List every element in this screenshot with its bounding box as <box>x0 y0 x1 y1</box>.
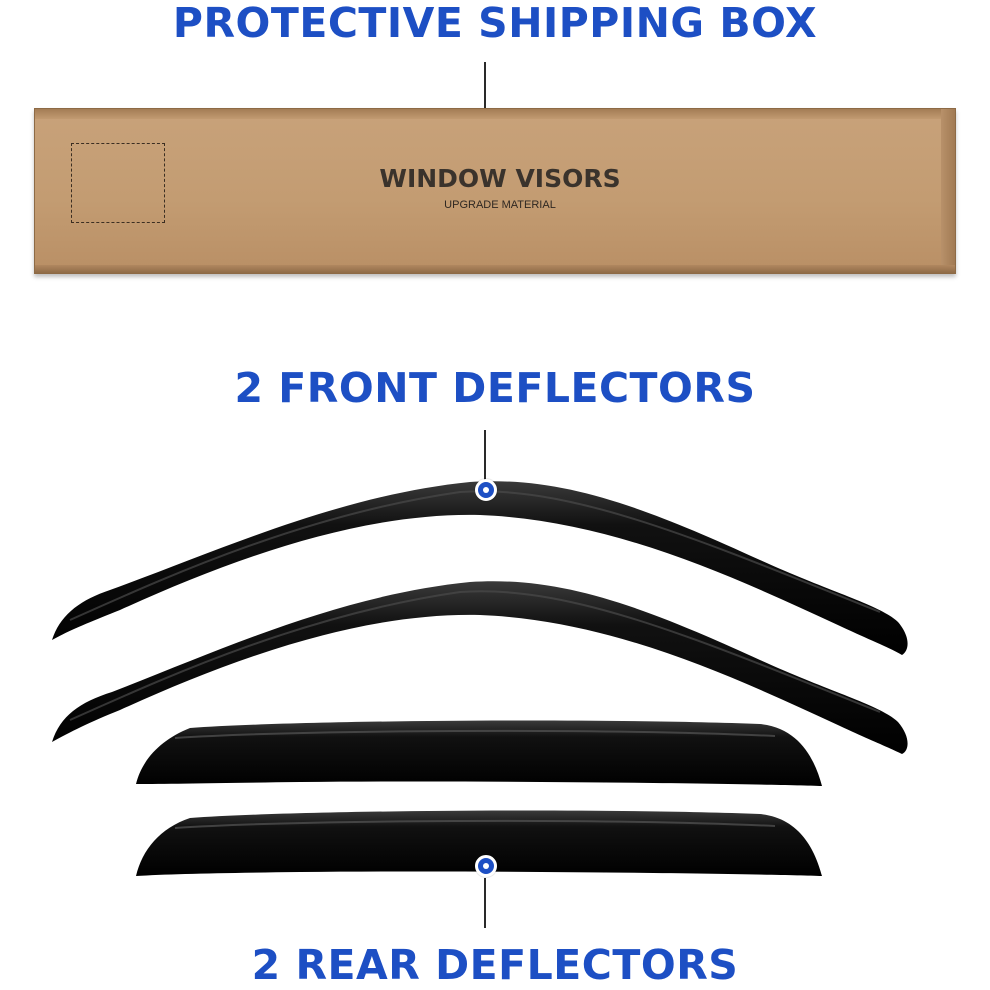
rear-callout-line <box>484 878 486 928</box>
front-deflectors-heading: 2 FRONT DEFLECTORS <box>234 364 756 412</box>
front-deflector-1 <box>52 481 908 655</box>
shipping-label-area <box>71 143 165 223</box>
box-print-subtitle: UPGRADE MATERIAL <box>444 199 556 211</box>
box-print-title: WINDOW VISORS <box>379 164 621 193</box>
rear-deflector-1 <box>136 720 822 786</box>
box-callout-line <box>484 62 486 120</box>
box-top-flap <box>35 109 955 119</box>
front-callout-dot <box>475 479 497 501</box>
rear-deflector-2 <box>136 810 822 876</box>
front-callout-line <box>484 430 486 485</box>
rear-callout-dot <box>475 855 497 877</box>
shipping-box-heading: PROTECTIVE SHIPPING BOX <box>172 0 818 47</box>
rear-deflectors-heading: 2 REAR DEFLECTORS <box>251 941 739 989</box>
box-end-flap <box>941 109 955 273</box>
box-bottom-edge <box>35 265 955 273</box>
shipping-box: WINDOW VISORS UPGRADE MATERIAL <box>34 108 956 274</box>
front-deflector-2 <box>52 581 908 754</box>
